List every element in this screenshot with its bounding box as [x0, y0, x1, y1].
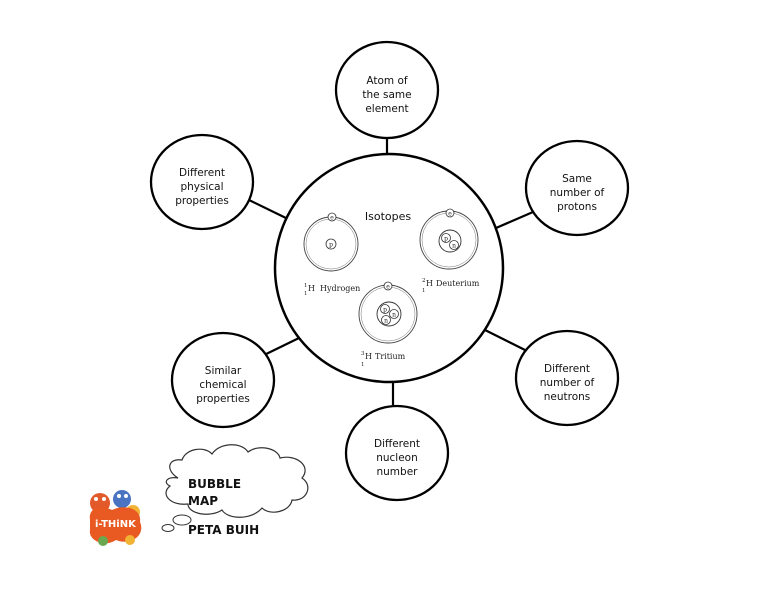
- proton-label: p: [329, 242, 333, 249]
- electron-icon: [383, 281, 393, 291]
- center-bubble: [273, 152, 505, 384]
- legend-line-2: MAP: [188, 494, 218, 508]
- bubble-bottom-line-1: Different: [374, 438, 420, 450]
- bubble-lower-left-line-1: Similar: [205, 365, 242, 377]
- bubble-lower-left-line-3: properties: [196, 393, 250, 405]
- tritium-number: 1: [361, 362, 365, 368]
- connector-lower-right: [484, 329, 526, 351]
- deuterium-mass: 2: [422, 278, 426, 284]
- neutron-label: n: [452, 243, 456, 250]
- electron-label: e: [330, 215, 334, 222]
- thinking-cloud: BUBBLE MAP PETA BUIH: [161, 444, 309, 537]
- bubble-bottom-line-3: number: [377, 466, 419, 478]
- hydrogen-symbol: H: [308, 284, 315, 293]
- proton-label: p: [383, 307, 387, 314]
- neutron-label: n: [392, 312, 396, 319]
- bubble-lower-left-line-2: chemical: [199, 379, 246, 391]
- deuterium-number: 1: [422, 288, 426, 294]
- connector-upper-right: [495, 210, 534, 230]
- bubble-lower-right-line-1: Different: [544, 363, 590, 375]
- hydrogen-atom: e p 1 1 H Hydrogen: [303, 212, 360, 297]
- deuterium-atom: e p n 2 1 H Deuterium: [419, 208, 480, 294]
- legend-line-1: BUBBLE: [188, 477, 241, 491]
- bubble-top-line-1: Atom of: [366, 75, 408, 87]
- ithink-logo: i-THiNK: [89, 490, 142, 546]
- tritium-label: Tritium: [375, 352, 406, 361]
- bubble-upper-right: Same number of protons: [524, 139, 630, 237]
- deuterium-symbol: H: [426, 279, 433, 288]
- bubble-bottom-line-2: nucleon: [376, 452, 418, 464]
- logo-text: i-THiNK: [95, 519, 137, 530]
- neutron-icon: [381, 315, 391, 325]
- electron-label: e: [386, 284, 390, 291]
- tritium-symbol: H: [365, 352, 372, 361]
- bubble-lower-left: Similar chemical properties: [170, 331, 276, 429]
- tritium-atom: e p n n 3 1 H Tritium: [358, 281, 418, 368]
- bubble-top-line-3: element: [365, 103, 408, 115]
- hydrogen-mass: 1: [304, 283, 308, 289]
- electron-icon: [327, 212, 337, 222]
- connector-upper-left: [248, 199, 289, 220]
- bubble-lower-right: Different number of neutrons: [514, 329, 620, 427]
- tritium-mass: 3: [361, 351, 365, 357]
- bubble-upper-left: Different physical properties: [149, 133, 255, 231]
- legend-line-3: PETA BUIH: [188, 523, 259, 537]
- deuterium-label: Deuterium: [436, 279, 480, 288]
- proton-icon: [325, 238, 337, 250]
- bubble-bottom: Different nucleon number: [344, 404, 450, 502]
- neutron-label: n: [384, 318, 388, 325]
- bubble-lower-right-line-3: neutrons: [544, 391, 591, 403]
- proton-label: p: [444, 236, 448, 243]
- mascot-head-icon: [113, 490, 131, 508]
- neutron-icon: [389, 309, 399, 319]
- bubble-upper-left-line-2: physical: [180, 181, 223, 193]
- electron-icon: [445, 208, 455, 218]
- center-title: Isotopes: [365, 210, 411, 223]
- bubble-top: Atom of the same element: [334, 40, 440, 140]
- connectors: [248, 138, 534, 408]
- bubble-upper-right-line-2: number of: [550, 187, 605, 199]
- neutron-icon: [449, 240, 459, 250]
- proton-icon: [380, 304, 390, 314]
- bubble-upper-left-line-1: Different: [179, 167, 225, 179]
- hydrogen-number: 1: [304, 291, 308, 297]
- bubble-upper-right-line-3: protons: [557, 201, 597, 213]
- bubble-lower-right-line-2: number of: [540, 377, 595, 389]
- bubble-upper-right-line-1: Same: [562, 173, 592, 185]
- electron-label: e: [448, 211, 452, 218]
- bubble-upper-left-line-3: properties: [175, 195, 229, 207]
- logo-badge: [89, 507, 142, 544]
- hydrogen-label: Hydrogen: [320, 284, 360, 293]
- bubble-top-line-2: the same: [362, 89, 411, 101]
- proton-icon: [441, 233, 451, 243]
